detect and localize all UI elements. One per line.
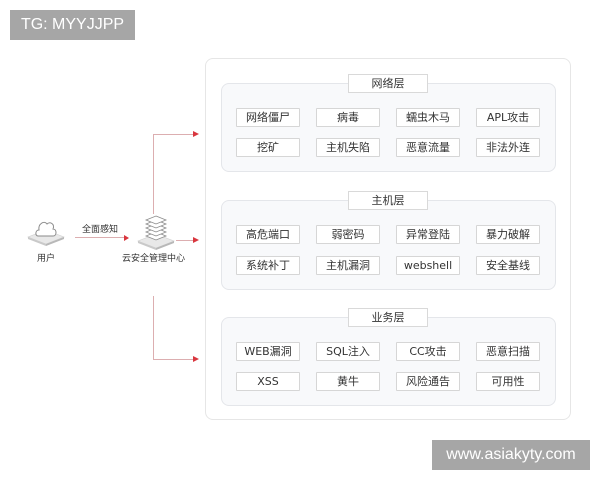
threat-item[interactable]: 系统补丁 (236, 256, 300, 275)
threat-item[interactable]: 挖矿 (236, 138, 300, 157)
threat-item[interactable]: 恶意流量 (396, 138, 460, 157)
connector-middle (176, 240, 193, 241)
connector-vertical-bottom (153, 296, 154, 359)
connector-top (153, 134, 193, 135)
connector-vertical-top (153, 134, 154, 214)
layer-business (221, 317, 556, 406)
threat-item[interactable]: 恶意扫描 (476, 342, 540, 361)
flow-label: 全面感知 (82, 225, 119, 235)
threat-item[interactable]: 高危端口 (236, 225, 300, 244)
arrowhead-icon (193, 356, 199, 362)
cloud-user-icon (27, 221, 65, 246)
arrowhead-icon (193, 237, 199, 243)
threat-item[interactable]: SQL注入 (316, 342, 380, 361)
layer-host (221, 200, 556, 290)
layer-network (221, 83, 556, 172)
connector-bottom (153, 359, 193, 360)
threat-item[interactable]: 网络僵尸 (236, 108, 300, 127)
layer-title-network: 网络层 (348, 74, 428, 93)
threat-item[interactable]: 异常登陆 (396, 225, 460, 244)
threat-item[interactable]: WEB漏洞 (236, 342, 300, 361)
user-label: 用户 (37, 254, 56, 264)
server-stack-icon (137, 215, 175, 250)
watermark-top: TG: MYYJJPP (10, 10, 135, 40)
threat-item[interactable]: 风险通告 (396, 372, 460, 391)
center-label: 云安全管理中心 (122, 254, 186, 264)
threat-item[interactable]: APL攻击 (476, 108, 540, 127)
threat-item[interactable]: 蠕虫木马 (396, 108, 460, 127)
threat-item[interactable]: 可用性 (476, 372, 540, 391)
threat-item[interactable]: 安全基线 (476, 256, 540, 275)
threat-item[interactable]: webshell (396, 256, 460, 275)
layer-title-business: 业务层 (348, 308, 428, 327)
watermark-bottom: www.asiakyty.com (432, 440, 590, 470)
arrowhead-icon (193, 131, 199, 137)
layer-title-host: 主机层 (348, 191, 428, 210)
threat-item[interactable]: 黄牛 (316, 372, 380, 391)
threat-item[interactable]: 主机漏洞 (316, 256, 380, 275)
threat-item[interactable]: 非法外连 (476, 138, 540, 157)
arrowhead-icon (124, 235, 129, 241)
threat-item[interactable]: 主机失陷 (316, 138, 380, 157)
threat-item[interactable]: XSS (236, 372, 300, 391)
threat-item[interactable]: 病毒 (316, 108, 380, 127)
user-to-center-line (75, 237, 125, 238)
threat-item[interactable]: CC攻击 (396, 342, 460, 361)
threat-item[interactable]: 弱密码 (316, 225, 380, 244)
threat-item[interactable]: 暴力破解 (476, 225, 540, 244)
